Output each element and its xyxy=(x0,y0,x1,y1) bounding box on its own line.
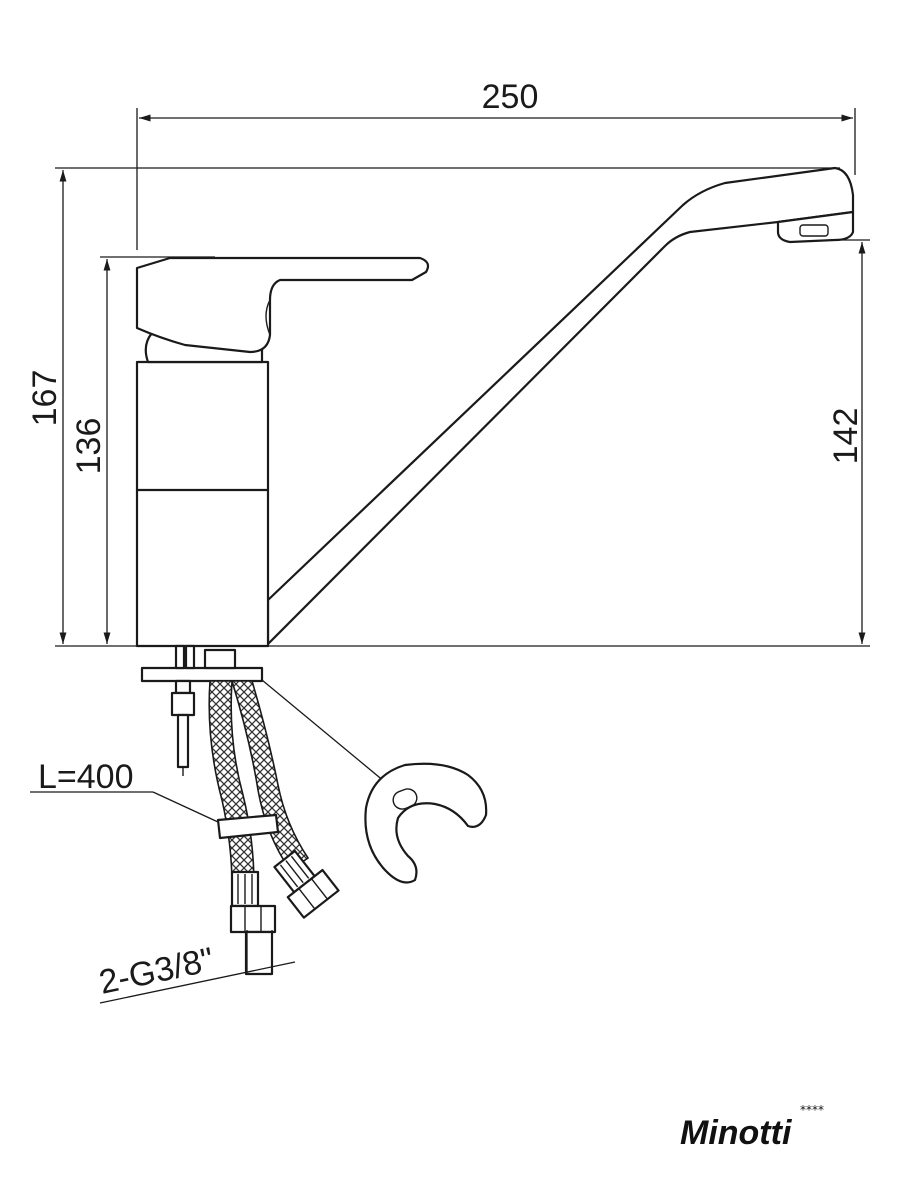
aerator-slot xyxy=(799,224,829,237)
hose-length-leader xyxy=(152,791,219,823)
horseshoe-washer xyxy=(364,762,488,884)
body-cylinder xyxy=(135,360,270,648)
thread-left xyxy=(244,930,274,976)
rod-nut-top xyxy=(174,679,192,695)
stud-left xyxy=(174,644,186,670)
mounting-plate xyxy=(140,666,264,683)
flexible-hoses xyxy=(208,680,340,976)
hose-nipple-top xyxy=(203,648,237,670)
spout xyxy=(266,166,855,646)
brand-name: Minotti xyxy=(680,1114,793,1152)
width-label: 250 xyxy=(482,78,539,116)
dimension-lines xyxy=(55,108,870,647)
lever-handle xyxy=(135,256,430,354)
threaded-rod xyxy=(176,713,190,769)
faucet-body xyxy=(135,166,855,648)
overall-height-label: 167 xyxy=(26,370,64,427)
connection-label: 2-G3/8" xyxy=(96,941,217,1002)
hose-clamp xyxy=(216,813,280,840)
aerator xyxy=(776,210,855,244)
stud-right xyxy=(184,644,196,670)
mounting-hardware xyxy=(140,644,386,783)
nut-right xyxy=(286,868,340,919)
body-height-label: 136 xyxy=(70,418,108,475)
connection-underline xyxy=(99,961,296,1004)
rod-nut xyxy=(170,691,196,717)
brand-stars: **** xyxy=(800,1103,824,1117)
spout-height-label: 142 xyxy=(827,408,865,465)
lever-curve xyxy=(265,299,271,336)
washer-hole xyxy=(392,788,418,810)
hose-length-label: L=400 xyxy=(38,758,134,796)
washer-leader xyxy=(261,679,386,783)
nut-left xyxy=(229,904,277,934)
